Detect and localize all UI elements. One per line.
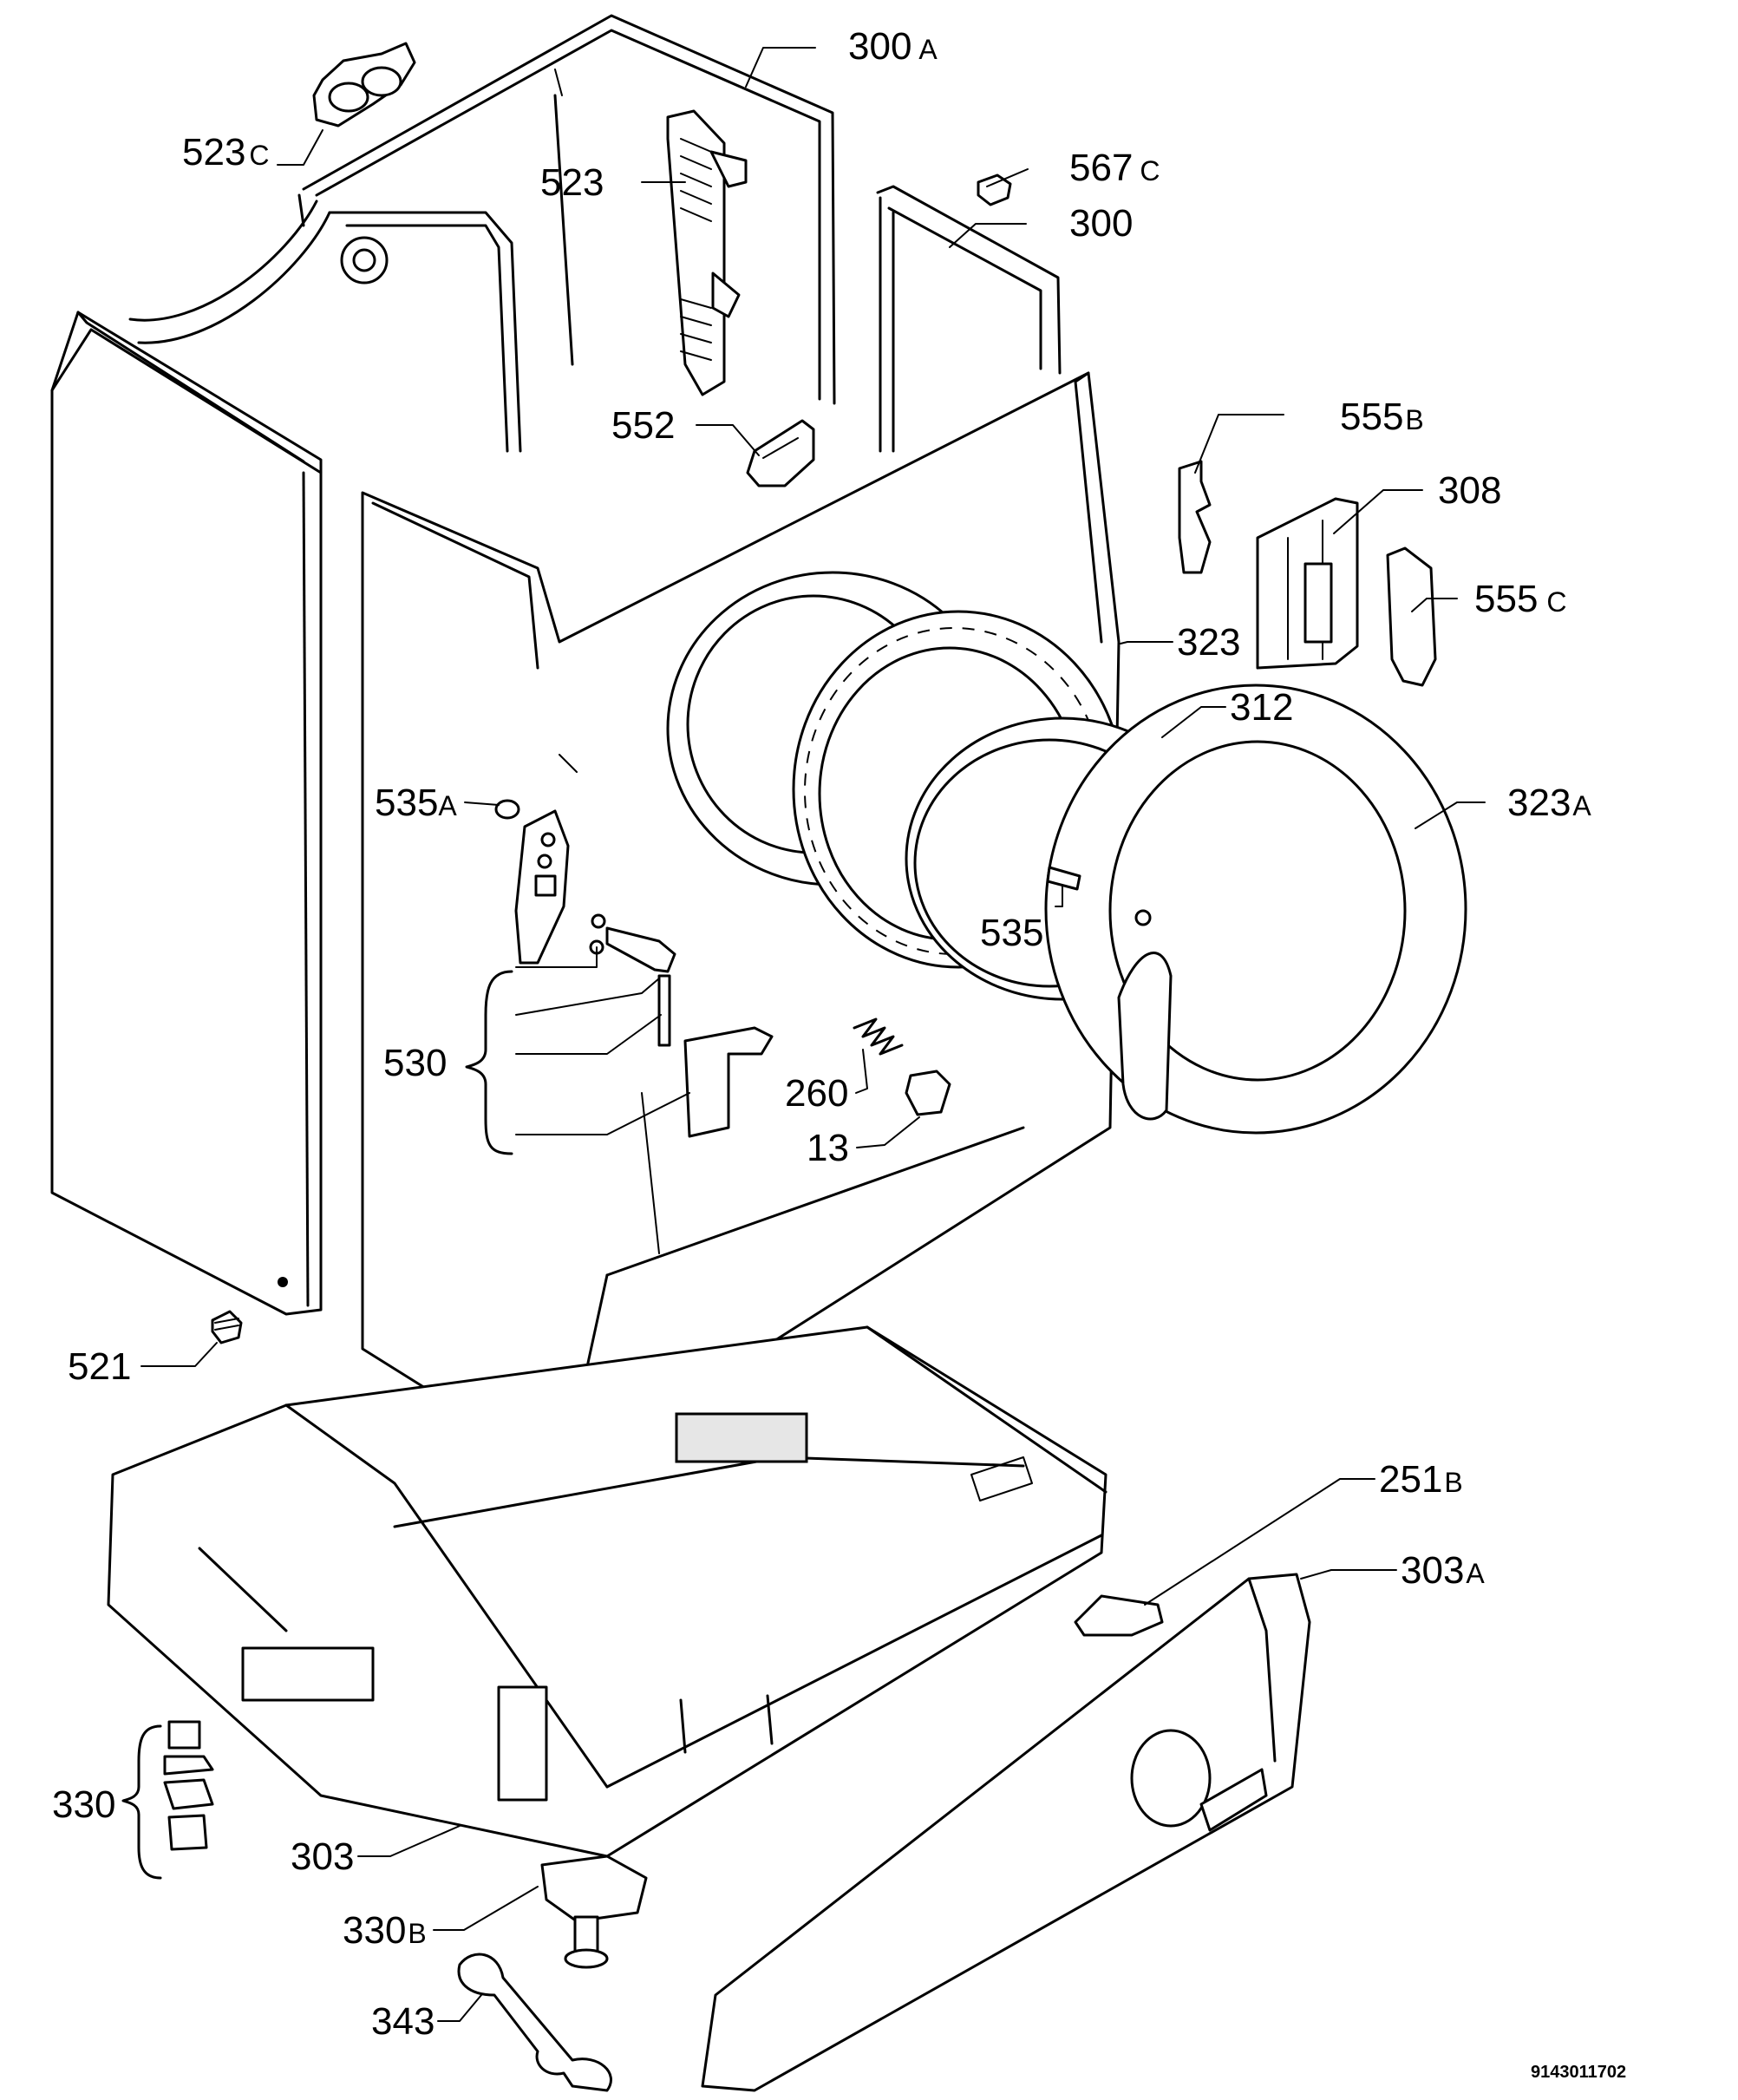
part-330b-foot xyxy=(540,1855,648,1969)
part-530-lock-group xyxy=(589,913,774,1138)
callout-330b: 330B xyxy=(343,1909,427,1952)
callout-260: 260 xyxy=(785,1072,848,1115)
part-523-bracket xyxy=(666,109,748,396)
callout-303a: 303A xyxy=(1401,1549,1485,1592)
part-567c-clip xyxy=(977,173,1012,206)
part-521-screw xyxy=(211,1310,243,1344)
part-300-top-frame xyxy=(876,185,1062,453)
callout-552: 552 xyxy=(611,404,675,447)
part-535-hinge-pin xyxy=(1046,866,1081,891)
part-535a-button xyxy=(494,799,520,820)
part-555c-cover xyxy=(1386,546,1437,687)
part-523c-clip xyxy=(312,42,416,128)
part-300a-rear-frame xyxy=(128,14,836,453)
callout-535a: 535A xyxy=(375,782,457,824)
part-260-spring xyxy=(853,1017,904,1056)
callout-330: 330 xyxy=(52,1783,115,1826)
callout-343: 343 xyxy=(371,2000,434,2043)
part-343-wrench xyxy=(457,1953,612,2092)
callout-251b: 251B xyxy=(1379,1458,1463,1501)
callout-13: 13 xyxy=(807,1127,849,1169)
part-330-foot-set xyxy=(163,1720,214,1851)
part-251b-bracket xyxy=(1074,1594,1164,1637)
part-552-hook xyxy=(746,419,815,487)
drawing-number: 9143011702 xyxy=(1531,2063,1626,2082)
leader-lines xyxy=(121,47,1486,2022)
part-323a-door-ring xyxy=(1044,684,1467,1135)
callout-323: 323 xyxy=(1177,621,1240,664)
callout-308: 308 xyxy=(1438,469,1501,512)
callout-555b: 555B xyxy=(1340,396,1424,438)
callout-323a: 323A xyxy=(1507,782,1591,824)
part-303-base-frame xyxy=(107,1325,1107,1858)
callout-303: 303 xyxy=(291,1835,354,1878)
callout-312: 312 xyxy=(1230,686,1293,729)
callout-300: 300 xyxy=(1069,202,1133,245)
part-lock-plate xyxy=(514,809,570,965)
part-13-plunger xyxy=(905,1070,951,1116)
part-left-side-panel xyxy=(50,311,323,1316)
callout-535: 535 xyxy=(980,912,1043,954)
part-308-hinge xyxy=(1256,497,1359,670)
callout-521: 521 xyxy=(68,1345,131,1388)
part-303a-plinth xyxy=(701,1573,1311,2092)
callout-523: 523 xyxy=(540,161,604,204)
callout-530: 530 xyxy=(383,1042,447,1084)
part-555b-cover xyxy=(1178,460,1212,574)
